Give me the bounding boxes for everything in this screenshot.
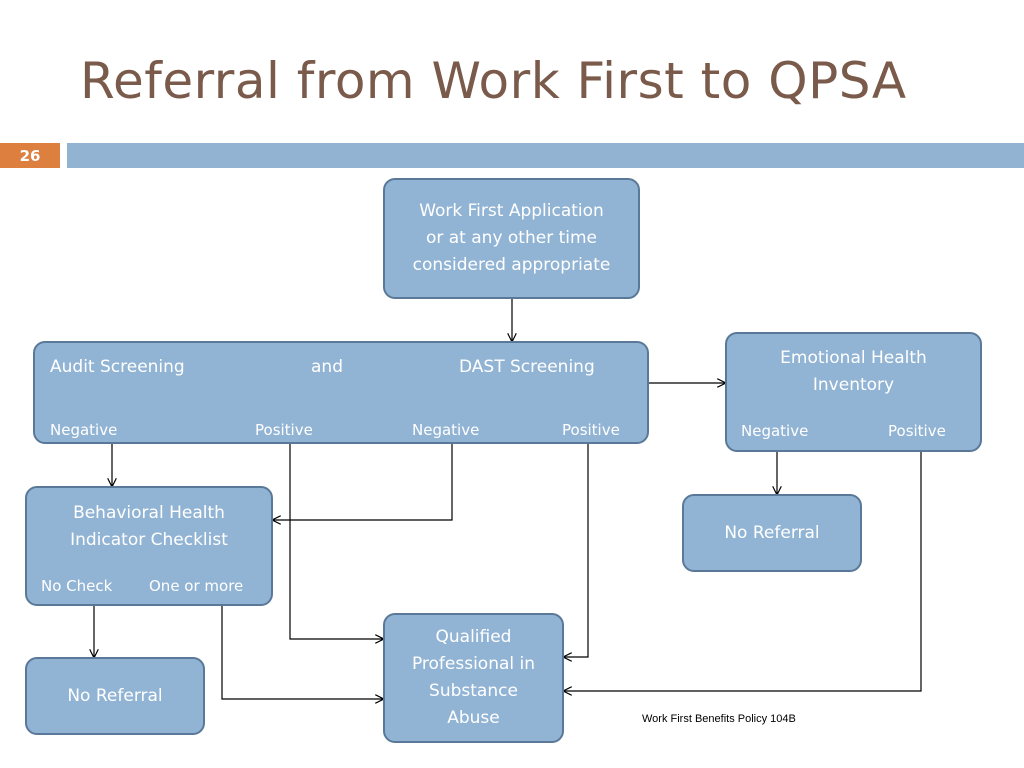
arrow-emotional-positive-to-qpsa — [564, 452, 922, 691]
emotional-health-node: Emotional Health Inventory Negative Posi… — [725, 332, 982, 452]
slide-title: Referral from Work First to QPSA — [80, 52, 907, 110]
audit-screening-label: Audit Screening — [50, 357, 185, 377]
dast-screening-label: DAST Screening — [459, 357, 595, 377]
emotional-positive-label: Positive — [888, 422, 946, 440]
application-line-3: considered appropriate — [412, 255, 611, 275]
emotional-negative-label: Negative — [741, 422, 809, 440]
emotional-line-1: Emotional Health — [780, 348, 927, 368]
screening-node: Audit Screening and DAST Screening Negat… — [33, 341, 649, 444]
one-or-more-label: One or more — [149, 577, 244, 595]
policy-footer: Work First Benefits Policy 104B — [642, 713, 796, 725]
qpsa-line-4: Abuse — [447, 708, 500, 728]
dast-positive-label: Positive — [562, 421, 620, 439]
qpsa-node: Qualified Professional in Substance Abus… — [383, 613, 564, 743]
dast-negative-label: Negative — [412, 421, 480, 439]
header-bar — [67, 143, 1024, 168]
audit-positive-label: Positive — [255, 421, 313, 439]
behavioral-line-2: Indicator Checklist — [70, 530, 228, 550]
no-check-label: No Check — [41, 577, 113, 595]
arrow-one-or-more-to-qpsa — [221, 606, 383, 699]
arrow-dast-negative-to-behavioral — [273, 444, 453, 520]
arrow-audit-positive-to-qpsa — [289, 444, 383, 639]
application-line-1: Work First Application — [419, 201, 604, 221]
emotional-line-2: Inventory — [812, 375, 895, 395]
behavioral-line-1: Behavioral Health — [73, 503, 225, 523]
behavioral-checklist-node: Behavioral Health Indicator Checklist No… — [25, 486, 273, 606]
no-referral-left-label: No Referral — [67, 685, 163, 706]
slide-number: 26 — [0, 143, 60, 168]
qpsa-line-2: Professional in — [411, 654, 536, 674]
no-referral-right-label: No Referral — [724, 522, 820, 543]
qpsa-line-3: Substance — [429, 681, 518, 701]
arrow-dast-positive-to-qpsa — [564, 444, 589, 657]
application-line-2: or at any other time — [425, 228, 598, 248]
no-referral-left-node: No Referral — [25, 657, 205, 735]
audit-negative-label: Negative — [50, 421, 118, 439]
application-node: Work First Application or at any other t… — [383, 178, 640, 299]
and-label: and — [311, 357, 343, 377]
qpsa-line-1: Qualified — [435, 627, 512, 647]
no-referral-right-node: No Referral — [682, 494, 862, 572]
